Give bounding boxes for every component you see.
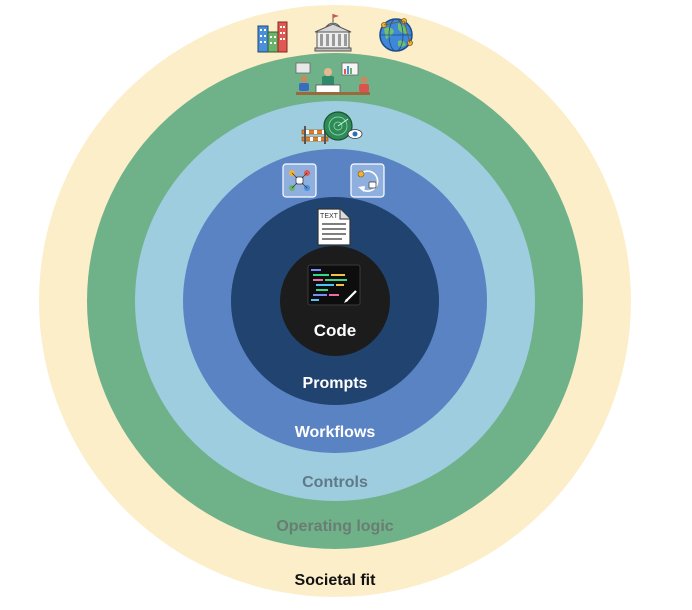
label-operating-logic: Operating logic xyxy=(276,518,393,535)
label-prompts: Prompts xyxy=(303,375,368,392)
label-controls: Controls xyxy=(302,474,368,491)
team-collaboration-icon xyxy=(295,62,370,95)
government-building-icon xyxy=(314,14,352,52)
workflow-cycle-icon xyxy=(350,163,385,198)
code-editor-icon xyxy=(307,264,361,306)
text-document-icon: TEXT xyxy=(317,208,351,246)
barrier-radar-eye-icon xyxy=(301,111,363,144)
label-societal-fit: Societal fit xyxy=(295,572,377,589)
office-buildings-icon xyxy=(257,21,288,53)
label-code: Code xyxy=(314,321,357,340)
workflow-network-icon xyxy=(282,163,317,198)
label-workflows: Workflows xyxy=(295,424,376,441)
text-document-label: TEXT xyxy=(320,213,339,220)
globe-network-icon xyxy=(379,18,413,52)
